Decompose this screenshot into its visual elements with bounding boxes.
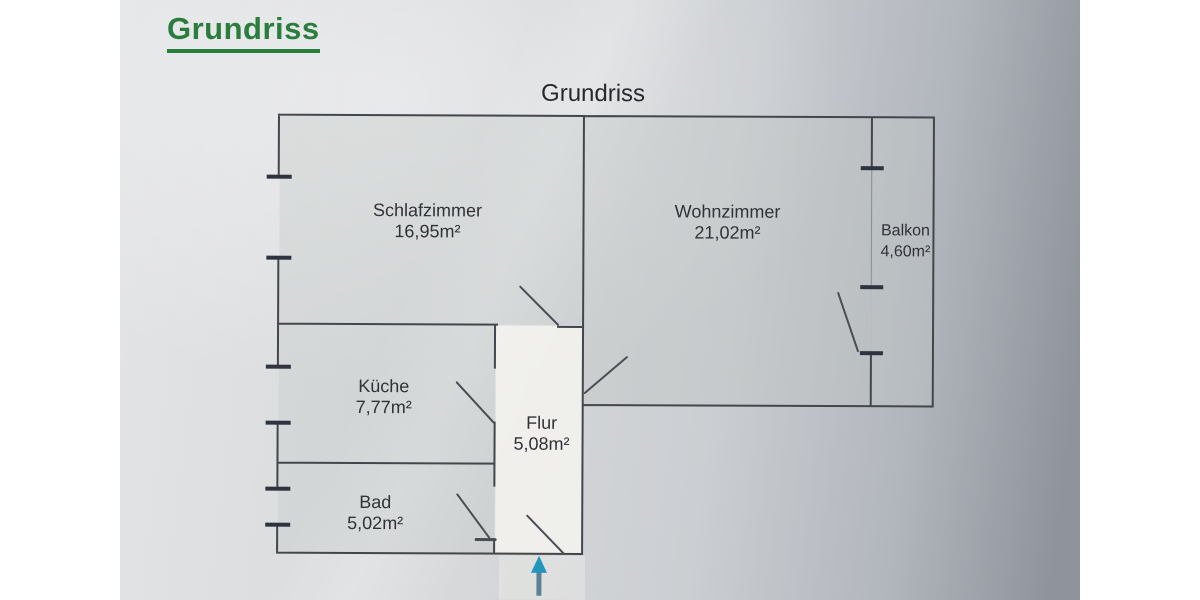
room-name: Wohnzimmer (674, 201, 781, 222)
room-area: 5,02m² (347, 512, 404, 534)
room-area: 4,60m² (880, 243, 931, 261)
scanned-paper-background (120, 0, 1080, 600)
page-title: Grundriss (167, 11, 320, 54)
room-area: 5,08m² (513, 433, 570, 454)
room-area: 16,95m² (394, 221, 461, 242)
room-label-wohnzimmer: Wohnzimmer 21,02m² (675, 201, 781, 243)
room-label-balkon: Balkon 4,60m² (880, 220, 930, 262)
room-fills-group (278, 115, 934, 600)
room-label-schlafzimmer: Schlafzimmer 16,95m² (373, 200, 482, 242)
door-swings-group (455, 285, 859, 555)
window-ticks-group (265, 166, 884, 527)
room-area: 21,02m² (694, 222, 761, 243)
room-name: Bad (359, 491, 392, 513)
room-name: Balkon (880, 222, 930, 240)
room-label-flur: Flur 5,08m² (513, 413, 569, 455)
room-name: Flur (526, 412, 558, 433)
balcony-window-pane (870, 168, 873, 288)
room-label-bad: Bad 5,02m² (347, 492, 403, 534)
room-label-kueche: Küche 7,77m² (356, 376, 412, 418)
walls-group (276, 113, 935, 555)
room-area: 7,77m² (355, 396, 412, 418)
room-name: Küche (358, 375, 410, 397)
room-name: Schlafzimmer (373, 200, 483, 221)
entrance-arrow-icon (530, 555, 547, 596)
